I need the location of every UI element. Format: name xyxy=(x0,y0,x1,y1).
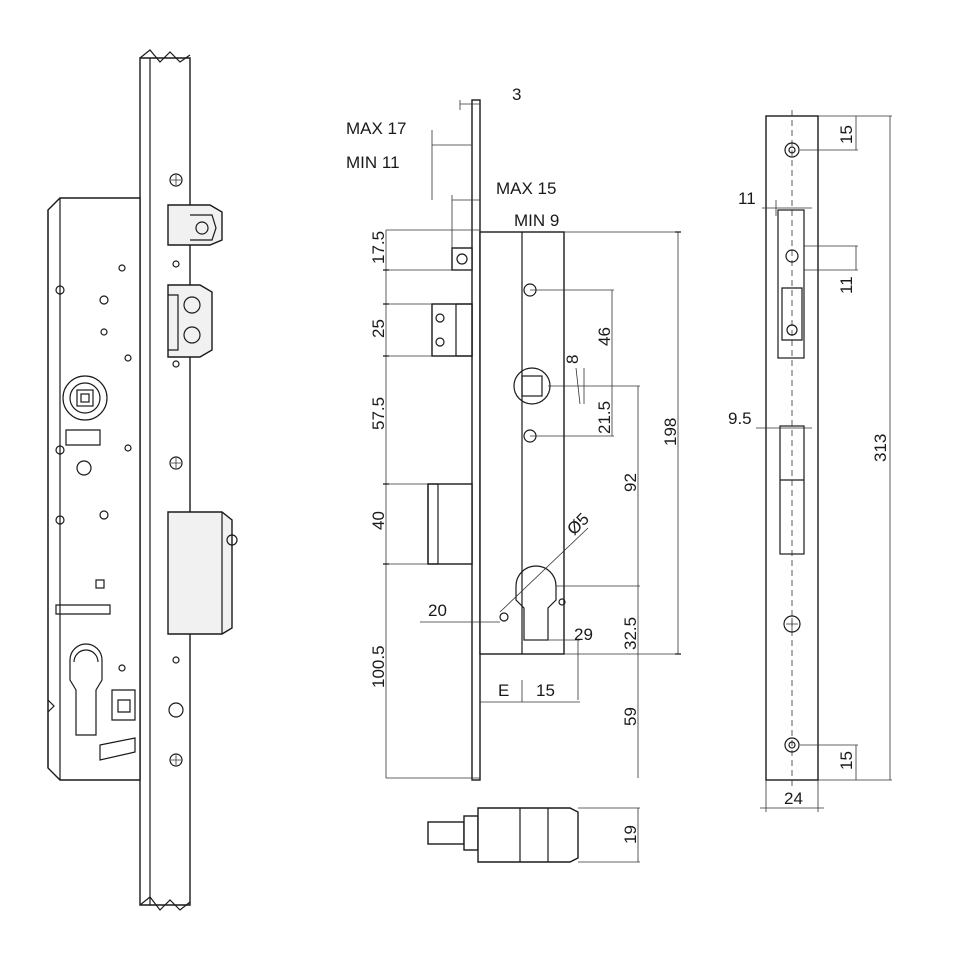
dim-r15-top: 15 xyxy=(837,125,856,144)
dim-r24: 24 xyxy=(784,789,803,808)
dim-e: E xyxy=(498,681,509,700)
dim-r9-5: 9.5 xyxy=(728,409,752,428)
dim-46: 46 xyxy=(595,327,614,346)
dim-r15-bottom: 15 xyxy=(837,751,856,770)
dim-198: 198 xyxy=(661,418,680,446)
dim-r11-horizontal: 11 xyxy=(738,189,756,208)
dim-92: 92 xyxy=(621,473,640,492)
dim-20: 20 xyxy=(428,601,447,620)
dim-8: 8 xyxy=(563,355,582,364)
dim-3: 3 xyxy=(512,85,521,104)
dim-57-5: 57.5 xyxy=(369,397,388,430)
dim-100-5: 100.5 xyxy=(369,645,388,688)
dim-40: 40 xyxy=(369,511,388,530)
dim-25: 25 xyxy=(369,319,388,338)
faceplate-front-view: 15 11 11 9.5 313 15 24 xyxy=(728,110,892,812)
dim-32-5: 32.5 xyxy=(621,617,640,650)
dim-min9: MIN 9 xyxy=(514,211,559,230)
dim-max15: MAX 15 xyxy=(496,179,556,198)
side-dimension-view: 3 MAX 17 MIN 11 MAX 15 MIN 9 17.5 25 57.… xyxy=(346,85,681,781)
dim-r313: 313 xyxy=(871,434,890,462)
dim-21-5: 21.5 xyxy=(595,401,614,434)
dim-max17: MAX 17 xyxy=(346,119,406,138)
dim-29: 29 xyxy=(574,625,593,644)
dim-59: 59 xyxy=(621,707,640,726)
dim-17-5: 17.5 xyxy=(369,231,388,264)
dim-15-e: 15 xyxy=(536,681,555,700)
isometric-lock-view xyxy=(47,49,238,911)
dim-r11-vertical: 11 xyxy=(837,276,856,294)
dim-min11: MIN 11 xyxy=(346,153,400,172)
dim-19: 19 xyxy=(621,825,640,844)
dim-diameter-5: Ø5 xyxy=(563,509,592,538)
bolt-detail-view: 19 xyxy=(427,807,640,863)
